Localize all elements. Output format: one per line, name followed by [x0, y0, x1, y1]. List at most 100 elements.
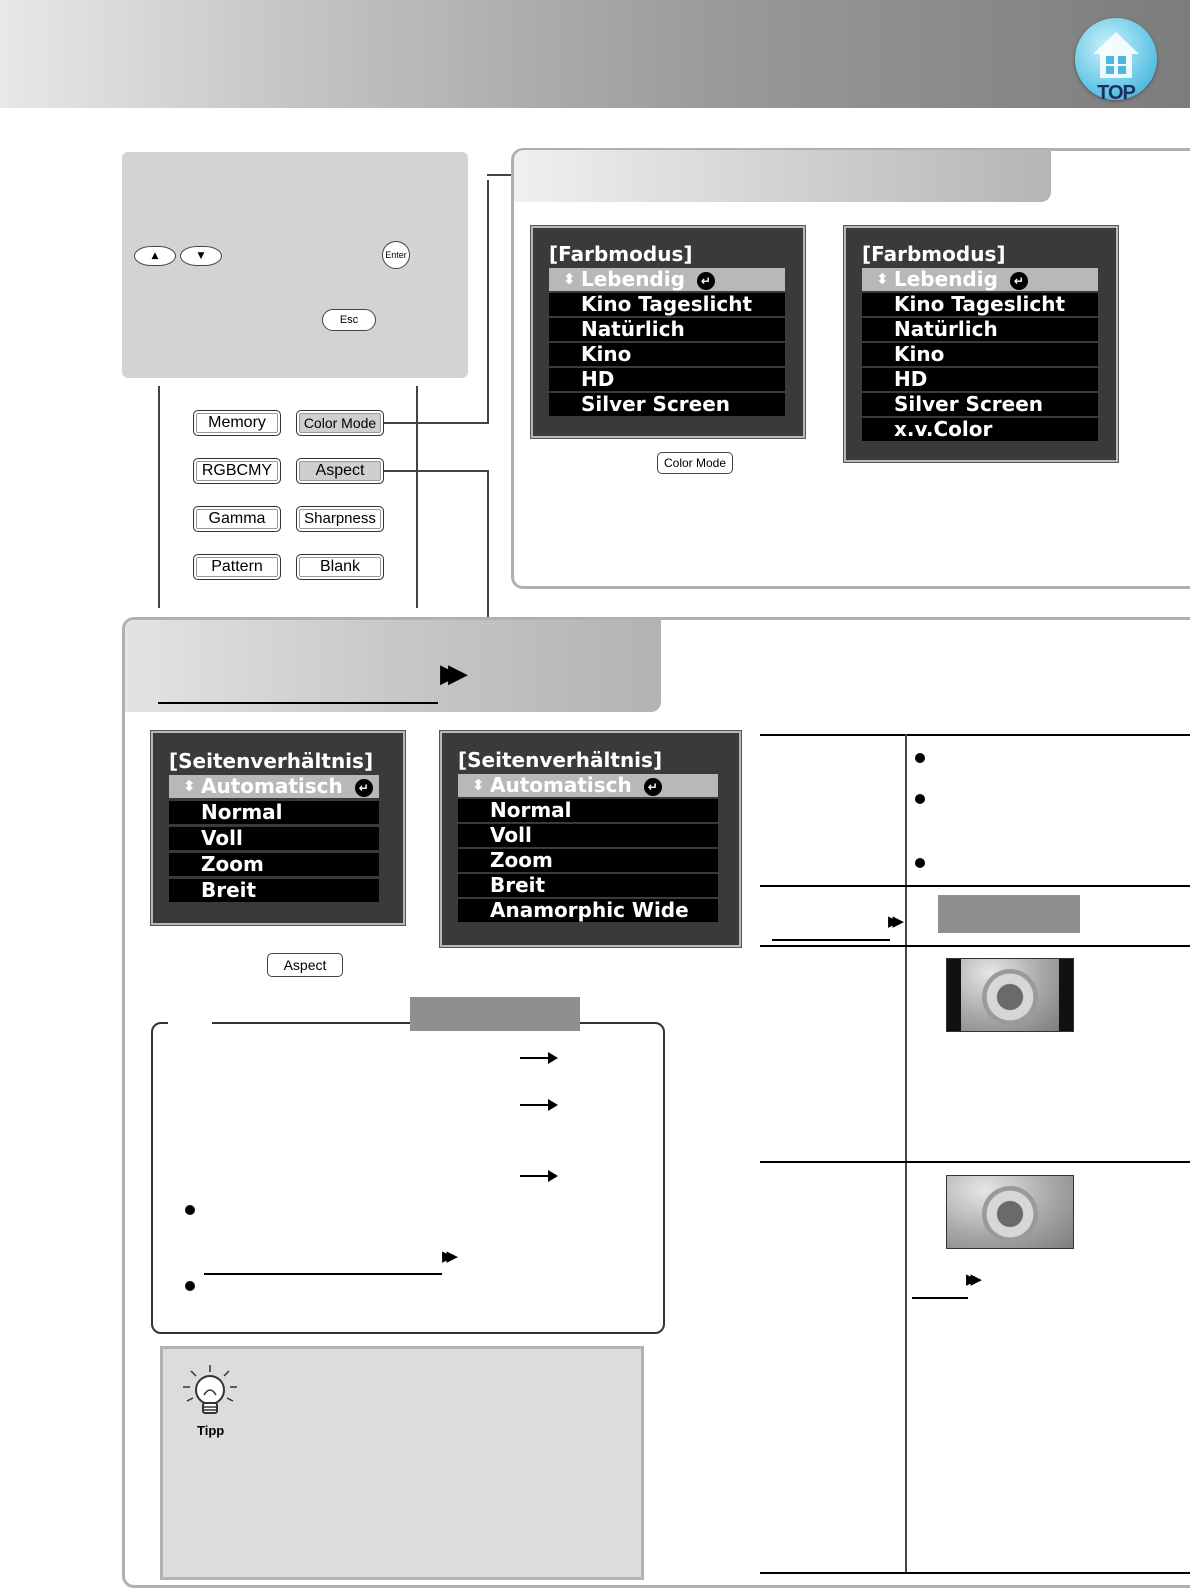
- note-box-header-bar: [410, 997, 580, 1031]
- aspect-osd-right: [Seitenverhältnis] ⬍Automatisch↵ Normal …: [440, 731, 741, 947]
- color-mode-remote-button: Color Mode: [657, 452, 733, 474]
- table-row-rule: [760, 945, 1190, 947]
- tip-box: Tipp: [160, 1346, 644, 1580]
- header-bar: [0, 0, 1190, 108]
- osd-title: [Seitenverhältnis]: [458, 748, 663, 772]
- connector-color-mode-top: [487, 174, 513, 176]
- sunflower-preview-image: [946, 1175, 1074, 1249]
- forward-link-icon[interactable]: ▶▶: [888, 912, 904, 930]
- osd-item[interactable]: Normal: [169, 801, 379, 824]
- osd-item[interactable]: Kino Tageslicht: [549, 293, 785, 316]
- connector-color-mode-vertical: [487, 180, 489, 424]
- tip-label: Tipp: [197, 1423, 225, 1438]
- note-link-underline: [204, 1273, 442, 1275]
- table-header-bar: [938, 895, 1080, 933]
- enter-icon: ↵: [696, 272, 715, 290]
- table-link-underline: [772, 939, 890, 941]
- down-arrow-button[interactable]: ▼: [180, 246, 222, 266]
- arrow-icon: [520, 1170, 558, 1182]
- osd-item[interactable]: Voll: [458, 824, 718, 847]
- color-mode-section-header: [514, 150, 1051, 202]
- sharpness-button[interactable]: Sharpness: [296, 506, 384, 532]
- memory-button[interactable]: Memory: [193, 410, 281, 436]
- connector-color-mode: [384, 422, 488, 424]
- osd-title: [Seitenverhältnis]: [169, 749, 374, 773]
- up-arrow-button[interactable]: ▲: [134, 246, 176, 266]
- osd-item[interactable]: Kino Tageslicht: [862, 293, 1098, 316]
- forward-link-icon[interactable]: ▶▶: [442, 1247, 458, 1265]
- aspect-section-header: [125, 620, 661, 712]
- rgbcmy-button[interactable]: RGBCMY: [193, 458, 281, 484]
- osd-title: [Farbmodus]: [862, 242, 1006, 266]
- enter-button[interactable]: Enter: [382, 241, 410, 269]
- up-down-icon: ⬍: [563, 270, 576, 288]
- up-down-icon: ⬍: [876, 270, 889, 288]
- osd-item[interactable]: x.v.Color: [862, 418, 1098, 441]
- table-link-underline: [912, 1297, 968, 1299]
- forward-link-icon[interactable]: ▶▶: [966, 1270, 982, 1288]
- osd-item[interactable]: Natürlich: [862, 318, 1098, 341]
- table-row-rule: [760, 885, 1190, 887]
- enter-icon: ↵: [1009, 272, 1028, 290]
- aspect-button[interactable]: Aspect: [296, 458, 384, 484]
- table-bottom-rule: [760, 1572, 1190, 1574]
- table-top-rule: [760, 734, 1190, 736]
- up-down-icon: ⬍: [472, 776, 485, 794]
- osd-item[interactable]: Silver Screen: [862, 393, 1098, 416]
- osd-item[interactable]: Zoom: [169, 853, 379, 876]
- color-mode-button[interactable]: Color Mode: [296, 410, 384, 436]
- osd-item[interactable]: HD: [549, 368, 785, 391]
- osd-item[interactable]: Kino: [549, 343, 785, 366]
- osd-item-selected[interactable]: ⬍Lebendig↵: [549, 268, 785, 291]
- osd-item[interactable]: Breit: [169, 879, 379, 902]
- bullet: [915, 753, 925, 763]
- arrow-icon: [520, 1099, 558, 1111]
- gamma-button[interactable]: Gamma: [193, 506, 281, 532]
- remote-outline-left: [158, 386, 160, 608]
- bullet: [915, 858, 925, 868]
- remote-outline-right: [416, 386, 418, 608]
- connector-aspect: [384, 470, 488, 472]
- bullet: [915, 794, 925, 804]
- color-mode-osd-left: [Farbmodus] ⬍Lebendig↵ Kino Tageslicht N…: [531, 226, 805, 438]
- color-mode-section: [511, 148, 1190, 589]
- enter-icon: ↵: [643, 778, 662, 796]
- enter-icon: ↵: [354, 779, 373, 797]
- forward-link-icon[interactable]: ▶▶: [440, 659, 468, 689]
- osd-item-selected[interactable]: ⬍Automatisch↵: [169, 775, 379, 798]
- bullet: [185, 1281, 195, 1291]
- aspect-header-link-underline: [158, 702, 438, 704]
- blank-button[interactable]: Blank: [296, 554, 384, 580]
- osd-item[interactable]: Natürlich: [549, 318, 785, 341]
- aspect-section: [122, 617, 1190, 1588]
- sunflower-preview-image: [946, 958, 1074, 1032]
- home-icon: [1093, 32, 1139, 78]
- remote-control-panel: ▲ ▼ Enter Esc: [122, 152, 468, 378]
- lightbulb-icon: [183, 1365, 237, 1414]
- osd-item[interactable]: Normal: [458, 799, 718, 822]
- table-row-rule: [760, 1161, 1190, 1163]
- pattern-button[interactable]: Pattern: [193, 554, 281, 580]
- osd-item[interactable]: Zoom: [458, 849, 718, 872]
- color-mode-osd-right: [Farbmodus] ⬍Lebendig↵ Kino Tageslicht N…: [844, 226, 1118, 462]
- esc-button[interactable]: Esc: [322, 309, 376, 331]
- note-box-gap: [168, 1015, 212, 1029]
- osd-item[interactable]: Kino: [862, 343, 1098, 366]
- osd-item[interactable]: Silver Screen: [549, 393, 785, 416]
- osd-item[interactable]: HD: [862, 368, 1098, 391]
- top-label: TOP: [1097, 82, 1136, 104]
- osd-item[interactable]: Breit: [458, 874, 718, 897]
- top-home-button[interactable]: [1075, 18, 1157, 100]
- osd-item-selected[interactable]: ⬍Lebendig↵: [862, 268, 1098, 291]
- osd-item-selected[interactable]: ⬍Automatisch↵: [458, 774, 718, 797]
- aspect-remote-button: Aspect: [267, 953, 343, 977]
- aspect-osd-left: [Seitenverhältnis] ⬍Automatisch↵ Normal …: [151, 731, 405, 925]
- bullet: [185, 1205, 195, 1215]
- osd-title: [Farbmodus]: [549, 242, 693, 266]
- up-down-icon: ⬍: [183, 777, 196, 795]
- table-column-divider: [905, 734, 907, 1574]
- osd-item[interactable]: Voll: [169, 827, 379, 850]
- note-box: [151, 1022, 665, 1334]
- arrow-icon: [520, 1052, 558, 1064]
- osd-item[interactable]: Anamorphic Wide: [458, 899, 718, 922]
